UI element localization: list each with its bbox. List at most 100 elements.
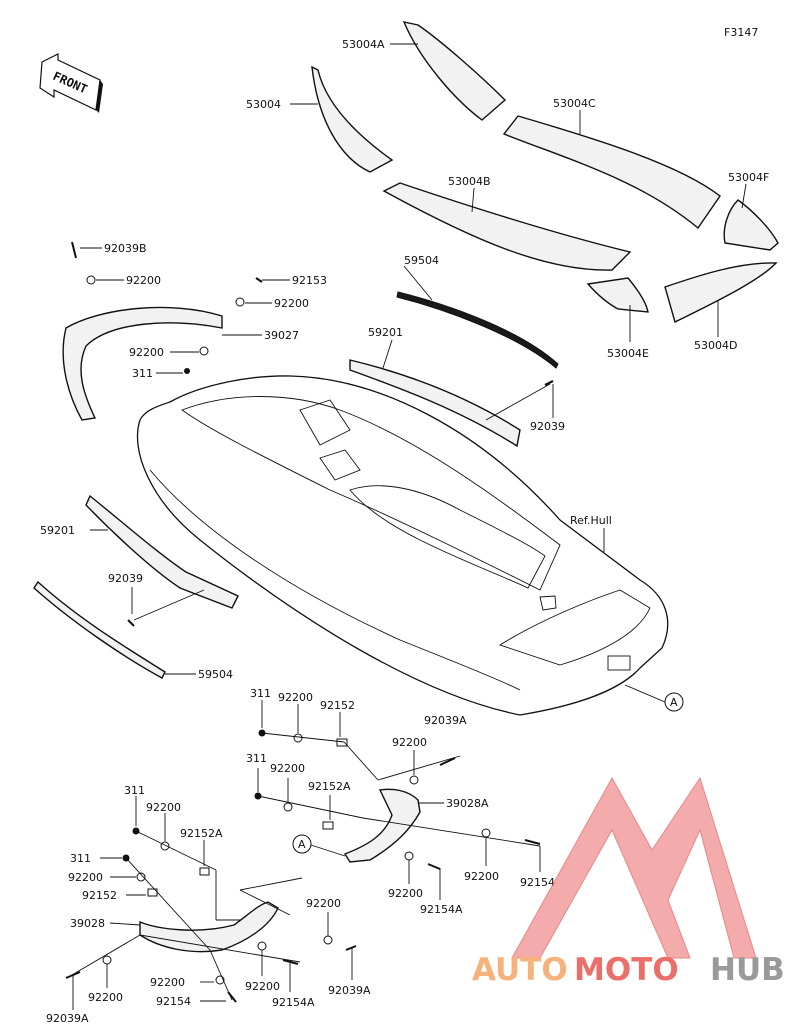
rail-59201-top[interactable] <box>349 359 521 448</box>
bolt-92154-right[interactable] <box>524 839 541 845</box>
label-92152a-left: 92152A <box>180 827 223 840</box>
label-92039a-right: 92039A <box>424 714 467 727</box>
bolt-92039b[interactable] <box>71 241 77 259</box>
decal-53004f[interactable] <box>723 199 779 251</box>
washer-92200-b[interactable] <box>235 297 245 307</box>
svg-text:A: A <box>298 838 306 851</box>
label-53004d: 53004D <box>694 339 737 352</box>
front-arrow-icon: FRONT <box>39 53 103 113</box>
label-39027: 39027 <box>264 329 299 342</box>
label-92039a-left: 92039A <box>328 984 371 997</box>
nut-311-a[interactable] <box>184 368 190 374</box>
grab-bar-39027[interactable] <box>62 306 223 421</box>
label-92039-top: 92039 <box>530 420 565 433</box>
label-53004f: 53004F <box>728 171 769 184</box>
washer-92200-h[interactable] <box>481 828 491 838</box>
decal-53004b[interactable] <box>382 182 632 271</box>
watermark-logo <box>511 776 757 959</box>
label-92153: 92153 <box>292 274 327 287</box>
label-39028: 39028 <box>70 917 105 930</box>
watermark-moto: MOTO <box>574 952 679 988</box>
label-53004: 53004 <box>246 98 281 111</box>
washer-92200-k[interactable] <box>323 935 333 945</box>
label-92039-left: 92039 <box>108 572 143 585</box>
label-92200-d: 92200 <box>278 691 313 704</box>
bolt-92039a-right[interactable] <box>439 757 456 766</box>
decal-53004c[interactable] <box>502 115 721 230</box>
hull-reference <box>136 375 669 716</box>
decal-53004[interactable] <box>311 65 394 173</box>
decal-53004e[interactable] <box>586 277 649 313</box>
watermark-auto: AUTO <box>472 952 568 988</box>
label-92200-a: 92200 <box>126 274 161 287</box>
label-92200-f: 92200 <box>270 762 305 775</box>
label-92200-b: 92200 <box>274 297 309 310</box>
washer-92200-a[interactable] <box>86 275 96 285</box>
figure-code: F3147 <box>724 26 758 39</box>
label-92200-j: 92200 <box>68 871 103 884</box>
label-92200-n: 92200 <box>150 976 185 989</box>
washer-92200-d[interactable] <box>293 733 303 743</box>
watermark-hub: HUB <box>710 952 785 988</box>
label-92200-k: 92200 <box>306 897 341 910</box>
decal-53004d[interactable] <box>664 262 778 323</box>
label-53004c: 53004C <box>553 97 596 110</box>
label-92200-c: 92200 <box>129 346 164 359</box>
svg-text:A: A <box>670 696 678 709</box>
label-92200-e: 92200 <box>392 736 427 749</box>
label-92154a-left: 92154A <box>272 996 315 1009</box>
label-92154-right: 92154 <box>520 876 555 889</box>
strip-59504-top[interactable] <box>396 291 559 369</box>
strip-59504-left[interactable] <box>33 580 166 679</box>
washer-92200-e[interactable] <box>409 775 419 785</box>
washer-92200-m[interactable] <box>102 955 112 965</box>
washer-92200-g[interactable] <box>404 851 414 861</box>
label-92200-l: 92200 <box>245 980 280 993</box>
bolt-92039-left[interactable] <box>127 619 135 627</box>
label-92200-h: 92200 <box>464 870 499 883</box>
bolt-92154a-left[interactable] <box>282 959 299 965</box>
collar-92152a-left[interactable] <box>199 867 210 876</box>
label-311-e: 311 <box>70 852 91 865</box>
washer-92200-j[interactable] <box>136 872 146 882</box>
bolt-92039a-left[interactable] <box>345 945 357 951</box>
handle-39028[interactable] <box>139 901 279 953</box>
bolt-92153[interactable] <box>255 277 263 283</box>
label-ref-hull: Ref.Hull <box>570 514 612 527</box>
handle-39028a[interactable] <box>343 788 421 863</box>
collar-92152a-right[interactable] <box>322 821 334 830</box>
label-311-b: 311 <box>250 687 271 700</box>
bolt-92039-top[interactable] <box>544 380 554 386</box>
label-92200-g: 92200 <box>388 887 423 900</box>
label-53004e: 53004E <box>607 347 649 360</box>
label-92200-i: 92200 <box>146 801 181 814</box>
rail-59201-left[interactable] <box>85 494 239 609</box>
watermark-text: AUTO MOTO HUB <box>472 952 785 988</box>
callout-a-hull: A <box>664 692 684 712</box>
collar-92152[interactable] <box>336 738 348 747</box>
label-311-a: 311 <box>132 367 153 380</box>
label-59504-left: 59504 <box>198 668 233 681</box>
decal-53004a[interactable] <box>402 21 507 121</box>
label-59201-top: 59201 <box>368 326 403 339</box>
label-53004a: 53004A <box>342 38 385 51</box>
washer-92200-i[interactable] <box>160 841 170 851</box>
label-92154-left: 92154 <box>156 995 191 1008</box>
label-59201-left: 59201 <box>40 524 75 537</box>
label-92200-m: 92200 <box>88 991 123 1004</box>
callout-a-handle: A <box>292 834 312 854</box>
washer-92200-f[interactable] <box>283 802 293 812</box>
washer-92200-l[interactable] <box>257 941 267 951</box>
label-311-d: 311 <box>124 784 145 797</box>
label-311-c: 311 <box>246 752 267 765</box>
washer-92200-c[interactable] <box>199 346 209 356</box>
label-92154a-right: 92154A <box>420 903 463 916</box>
label-53004b: 53004B <box>448 175 491 188</box>
label-92152a-right: 92152A <box>308 780 351 793</box>
label-59504-top: 59504 <box>404 254 439 267</box>
label-39028a: 39028A <box>446 797 489 810</box>
label-92039a-bottom: 92039A <box>46 1012 89 1025</box>
label-92152-left: 92152 <box>82 889 117 902</box>
bolt-92154a-right[interactable] <box>427 863 441 870</box>
